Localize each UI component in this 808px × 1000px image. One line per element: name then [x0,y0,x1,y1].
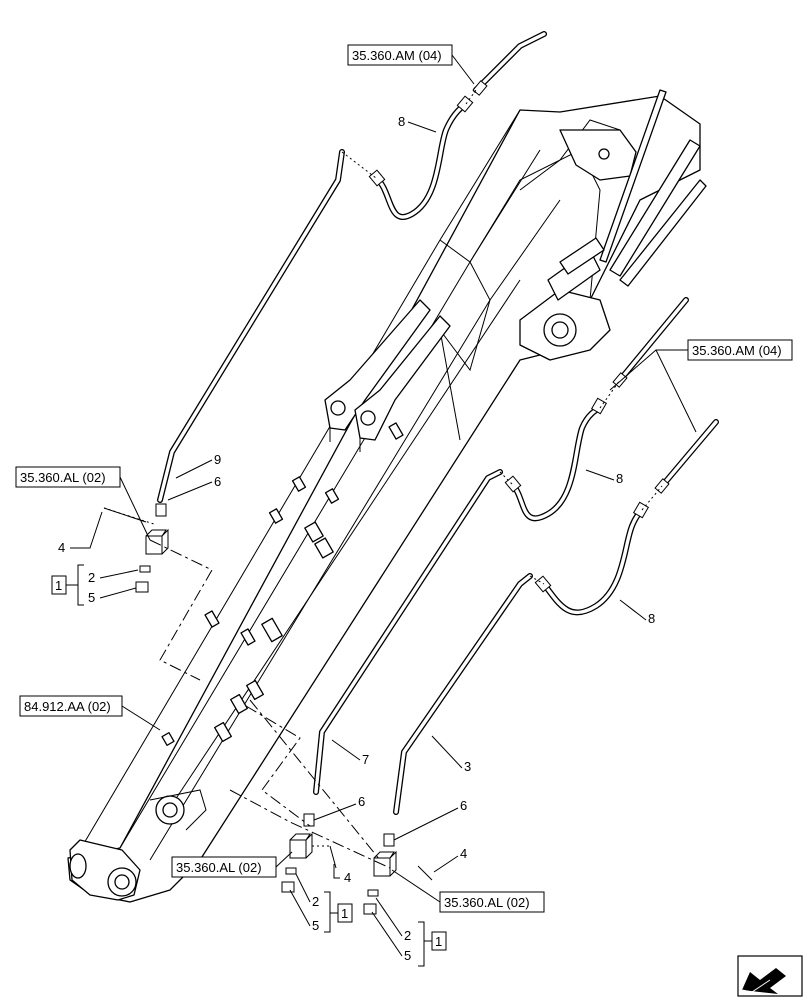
ref-al02-bottom-mid[interactable]: 35.360.AL (02) [171,851,293,878]
callout-nut-right: 5 [404,948,411,963]
callout-fitting-right: 6 [460,798,467,813]
tubes-and-hoses [157,31,719,815]
ref-al02-bottom-mid-label: 35.360.AL (02) [176,860,262,875]
routing-lines [103,89,663,869]
ref-al02-bottom-right-label: 35.360.AL (02) [444,895,530,910]
ref-am04-top[interactable]: 35.360.AM (04) [347,44,475,85]
callout-bolt-right: 4 [460,846,467,861]
callout-kit-left: 1 [55,578,62,593]
callout-kit-right: 1 [435,934,442,949]
pipe-9 [157,149,345,503]
callout-hose-top: 8 [398,114,405,129]
callout-nut-mid: 5 [312,918,319,933]
ref-am04-top-label: 35.360.AM (04) [352,48,442,63]
callout-fitting-left: 6 [214,474,221,489]
callout-washer-left: 2 [88,570,95,585]
boom-structure [67,89,707,903]
ref-boom[interactable]: 84.912.AA (02) [19,695,161,731]
callout-fitting-mid: 6 [358,794,365,809]
ref-am04-right[interactable]: 35.360.AM (04) [609,339,793,433]
ref-al02-left[interactable]: 35.360.AL (02) [15,466,151,541]
callout-nut-left: 5 [88,590,95,605]
callout-hose-mid: 8 [616,471,623,486]
ref-al02-left-label: 35.360.AL (02) [20,470,106,485]
hose-8-right [541,507,645,616]
pipe-3 [393,573,533,815]
clamp-assembly-mid [281,813,337,893]
callout-pipe-3: 3 [464,759,471,774]
callout-bolt-mid: 4 [344,870,351,885]
callout-washer-right: 2 [404,928,411,943]
callout-pipe-7: 7 [362,752,369,767]
callouts: 8 9 6 4 2 5 1 8 8 7 3 6 6 4 4 2 5 [51,114,655,967]
callout-kit-mid: 1 [341,906,348,921]
ref-am04-right-label: 35.360.AM (04) [692,343,782,358]
callout-bolt-left: 4 [58,540,65,555]
view-direction-arrow-icon[interactable] [737,955,803,997]
clamp-assembly-left [103,503,169,593]
ref-boom-label: 84.912.AA (02) [24,699,111,714]
ref-al02-bottom-right[interactable]: 35.360.AL (02) [391,869,545,913]
hose-8-mid [509,405,603,522]
callout-hose-right: 8 [648,611,655,626]
callout-pipe-9: 9 [214,452,221,467]
callout-washer-mid: 2 [312,894,319,909]
